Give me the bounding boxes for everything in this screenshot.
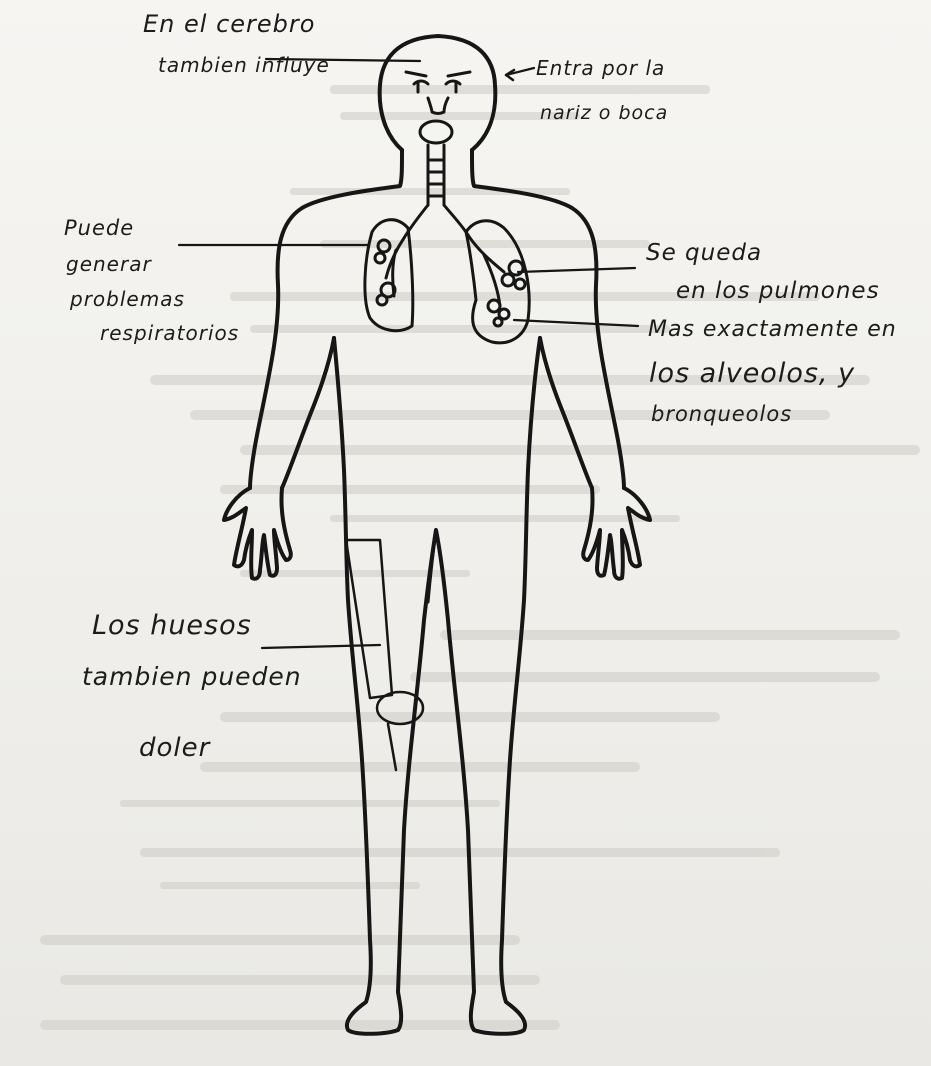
annotation-bones-line2: tambien pueden — [82, 664, 302, 689]
annotation-alveoli-line1: Mas exactamente en — [648, 319, 897, 341]
annotation-alveoli-line3: bronqueolos — [651, 404, 792, 425]
annotation-bones-line1: Los huesos — [92, 612, 252, 639]
face — [406, 72, 470, 143]
annotation-respiratory-line2: generar — [66, 254, 152, 274]
annotation-lungs-line1: Se queda — [646, 242, 762, 265]
annotation-entry-line2: nariz o boca — [540, 104, 668, 123]
annotation-respiratory-line4: respiratorios — [100, 323, 239, 343]
body-outline — [224, 36, 650, 1034]
annotation-brain-line1: En el cerebro — [143, 12, 315, 36]
annotation-bones-line3: doler — [139, 735, 210, 761]
annotation-alveoli-line2: los alveolos, y — [649, 360, 855, 387]
annotation-lungs-line2: en los pulmones — [676, 280, 880, 303]
lungs — [365, 220, 529, 343]
annotation-entry-line1: Entra por la — [536, 58, 665, 78]
trachea — [404, 145, 470, 238]
annotation-respiratory-line1: Puede — [64, 218, 134, 239]
annotation-respiratory-line3: problemas — [70, 289, 185, 309]
leader-lines — [179, 59, 638, 648]
annotation-brain-line2: tambien influye — [158, 55, 330, 75]
